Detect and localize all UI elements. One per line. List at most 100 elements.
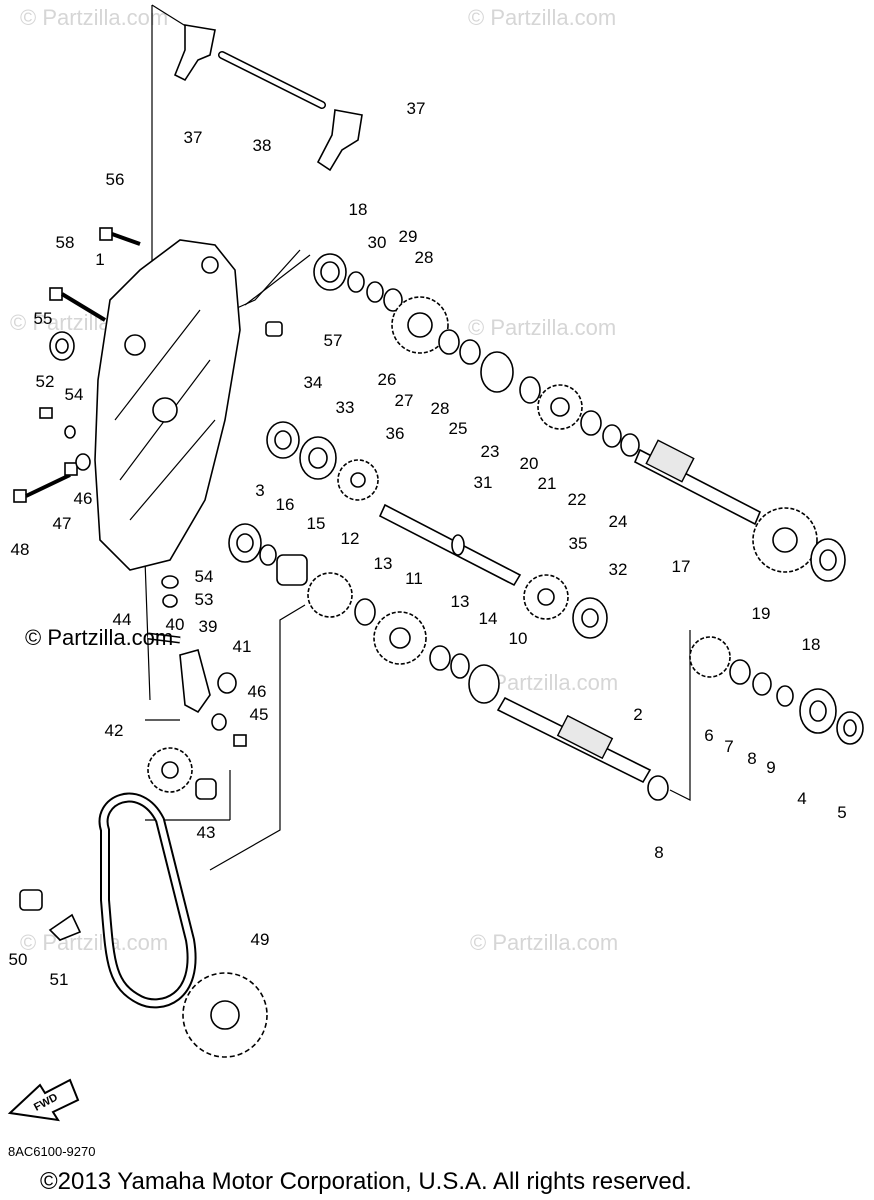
callout-55: 55 (34, 309, 53, 328)
callout-18: 18 (802, 635, 821, 654)
callout-50: 50 (9, 950, 28, 969)
callout-30: 30 (368, 233, 387, 252)
callout-34: 34 (304, 373, 323, 392)
callout-14: 14 (479, 609, 498, 628)
bolt-52 (39, 407, 53, 419)
callout-5: 5 (837, 803, 846, 822)
crankcase-cover (94, 239, 241, 571)
gear-26 (391, 296, 449, 354)
callout-57: 57 (324, 331, 343, 350)
sprocket-42 (147, 747, 193, 793)
callout-38: 38 (253, 136, 272, 155)
callout-41: 41 (233, 637, 252, 656)
callout-37: 37 (184, 128, 203, 147)
washer-16 (259, 544, 277, 566)
circlip-29 (366, 281, 384, 303)
washer-46-lower (211, 713, 227, 731)
callout-24: 24 (609, 512, 628, 531)
callout-58: 58 (56, 233, 75, 252)
callout-37: 37 (407, 99, 426, 118)
callout-6: 6 (704, 726, 713, 745)
callout-28: 28 (431, 399, 450, 418)
washer-13 (354, 598, 376, 626)
lock-washer-51 (48, 913, 82, 941)
bolt-53 (162, 594, 178, 608)
tensioner-arm-39 (179, 649, 211, 714)
washer-14 (450, 653, 470, 679)
bolt-50 (19, 889, 43, 911)
callout-9: 9 (766, 758, 775, 777)
collar-27 (438, 329, 460, 355)
callout-3: 3 (255, 481, 264, 500)
callout-26: 26 (378, 370, 397, 389)
washer-28 (383, 288, 403, 312)
callout-7: 7 (724, 737, 733, 756)
washer-54-lower (161, 575, 179, 589)
callout-10: 10 (509, 629, 528, 648)
collar-7 (729, 659, 751, 685)
callout-49: 49 (251, 930, 270, 949)
washer-13b (429, 645, 451, 671)
bearing-18-lower (810, 538, 846, 582)
shift-rod (218, 51, 326, 109)
bolt-56 (99, 227, 141, 246)
bearing-32 (572, 597, 608, 639)
washer-28b (459, 339, 481, 365)
gear-19 (752, 507, 818, 573)
callout-39: 39 (199, 617, 218, 636)
bearing-18-upper (313, 253, 347, 291)
callout-27: 27 (395, 391, 414, 410)
washer-54 (64, 425, 76, 439)
callout-21: 21 (538, 474, 557, 493)
washer-8 (752, 672, 772, 696)
callout-23: 23 (481, 442, 500, 461)
washer-30 (347, 271, 365, 293)
callout-54: 54 (195, 567, 214, 586)
shift-fork-lower (316, 109, 363, 172)
gear-10 (468, 664, 500, 704)
seal-55 (49, 331, 75, 361)
callout-2: 2 (633, 705, 642, 724)
callout-42: 42 (105, 721, 124, 740)
sprocket-49 (182, 972, 268, 1058)
collar-21 (580, 410, 602, 436)
drive-chain (98, 792, 197, 1009)
circlip-24 (620, 433, 640, 457)
bearing-33 (299, 436, 337, 480)
bolt-58 (49, 287, 107, 322)
part-code: 8AC6100-9270 (8, 1144, 95, 1159)
bushing-57 (265, 321, 283, 337)
callout-52: 52 (36, 372, 55, 391)
gear-20 (537, 384, 583, 430)
callout-13: 13 (374, 554, 393, 573)
callout-8: 8 (654, 843, 663, 862)
callout-29: 29 (399, 227, 418, 246)
watermark: © Partzilla.com (20, 5, 168, 30)
shaft-2 (496, 696, 652, 784)
watermark: © Partzilla.com (20, 930, 168, 955)
callout-32: 32 (609, 560, 628, 579)
callout-31: 31 (474, 473, 493, 492)
callout-20: 20 (520, 454, 539, 473)
callout-28: 28 (415, 248, 434, 267)
callout-15: 15 (307, 514, 326, 533)
collar-41 (217, 672, 237, 694)
bolt-48 (13, 473, 71, 503)
callout-13: 13 (451, 592, 470, 611)
nut-47 (64, 453, 91, 476)
gear-35 (523, 574, 569, 620)
gear-11 (373, 611, 427, 665)
callout-4: 4 (797, 789, 806, 808)
callout-51: 51 (50, 970, 69, 989)
callout-33: 33 (336, 398, 355, 417)
washer-23 (519, 376, 541, 404)
callout-16: 16 (276, 495, 295, 514)
callout-45: 45 (250, 705, 269, 724)
bearing-34 (266, 421, 300, 459)
shift-fork-upper (173, 24, 216, 82)
callout-56: 56 (106, 170, 125, 189)
gear-6 (689, 636, 731, 678)
bearing-4 (799, 688, 837, 734)
callout-48: 48 (11, 540, 30, 559)
